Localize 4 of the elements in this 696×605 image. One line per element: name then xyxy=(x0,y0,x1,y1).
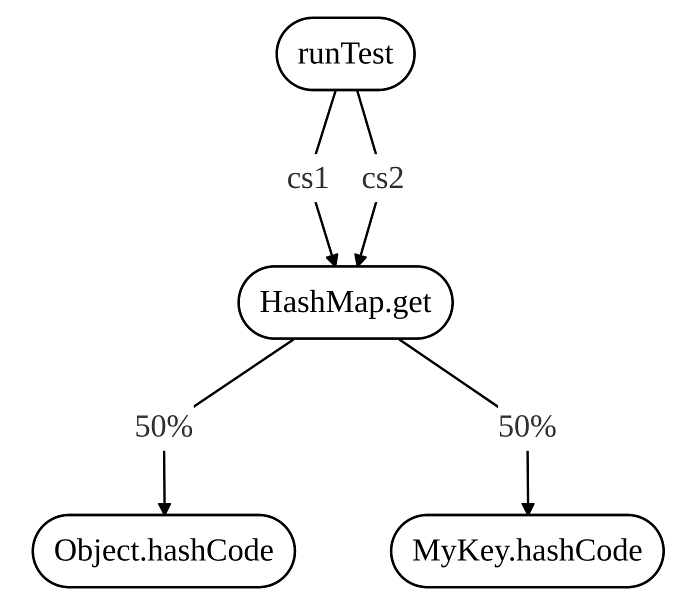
edge-label: cs1 xyxy=(286,160,330,196)
edge-label: 50% xyxy=(134,409,194,444)
edge-label: 50% xyxy=(498,409,557,444)
edge-label: cs2 xyxy=(361,160,404,196)
